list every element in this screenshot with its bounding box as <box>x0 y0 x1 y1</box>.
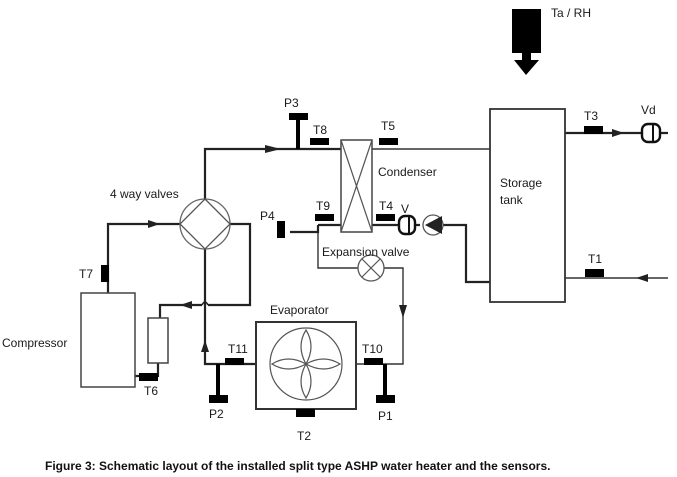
sensor-t1-label: T1 <box>588 252 602 266</box>
evaporator-label: Evaporator <box>270 303 329 317</box>
ambient-arrow-icon <box>512 9 541 75</box>
sensor-t6 <box>139 373 158 381</box>
sensor-t9 <box>315 214 334 221</box>
sensor-t4 <box>376 214 395 221</box>
sensor-t6-label: T6 <box>144 384 158 398</box>
sensor-t9-label: T9 <box>316 199 330 213</box>
sensor-p3-stem <box>296 120 300 149</box>
sensor-t7 <box>101 265 109 282</box>
sensor-t7-label: T7 <box>79 267 93 281</box>
pipe-valve-right-loop <box>208 222 252 307</box>
flow-arrow <box>399 305 407 318</box>
flow-arrow <box>201 340 209 352</box>
expansion-valve-label: Expansion valve <box>322 245 410 259</box>
sensor-t4-label: T4 <box>379 199 393 213</box>
sensor-t1 <box>585 269 604 277</box>
pipe-crossover <box>158 303 202 318</box>
sensor-t11-label: T11 <box>228 342 248 356</box>
fan-icon <box>270 328 342 400</box>
flow-arrow <box>612 129 624 137</box>
sensor-t2-label: T2 <box>297 429 311 443</box>
flow-arrow <box>180 301 192 309</box>
sensor-t3 <box>584 126 603 134</box>
sensor-t8-label: T8 <box>313 123 327 137</box>
sensor-t5-label: T5 <box>381 119 395 133</box>
figure-caption: Figure 3: Schematic layout of the instal… <box>45 459 550 473</box>
flow-arrow <box>265 145 281 153</box>
pipe-to-expansion <box>317 225 358 269</box>
storage-tank-label-1: Storage <box>500 176 542 190</box>
condenser <box>340 139 373 233</box>
four-way-valve-label: 4 way valves <box>110 187 179 201</box>
sensor-ta-rh-label: Ta / RH <box>551 6 591 20</box>
sensor-t10 <box>364 358 383 365</box>
sensor-p4 <box>277 221 285 238</box>
sensor-t5 <box>379 138 398 145</box>
storage-tank <box>489 108 566 303</box>
compressor <box>80 292 136 388</box>
pipe-valve-to-compressor <box>106 222 180 293</box>
pipe-valve-to-condenser <box>203 147 341 199</box>
sensor-t3-label: T3 <box>584 109 598 123</box>
sensor-p2 <box>209 395 228 403</box>
sensor-v-label: V <box>401 202 409 216</box>
sensor-p4-label: P4 <box>260 209 275 223</box>
sensor-p3 <box>289 113 308 120</box>
evaporator <box>255 321 357 410</box>
sensor-p1-stem <box>383 364 387 396</box>
pipe-water-return <box>443 223 490 284</box>
flow-meter-v <box>397 214 417 236</box>
sensor-t2 <box>296 409 315 417</box>
flow-meter-vd <box>640 122 662 144</box>
storage-tank-label-2: tank <box>500 193 524 207</box>
sensor-t10-label: T10 <box>362 342 383 356</box>
sensor-p3-label: P3 <box>284 96 299 110</box>
compressor-label: Compressor <box>2 336 67 350</box>
pipe-p4 <box>290 225 320 234</box>
sensor-t8 <box>310 138 329 145</box>
pump-icon <box>422 214 444 236</box>
flow-arrow <box>636 274 648 282</box>
four-way-valve <box>179 198 231 250</box>
flow-arrow <box>148 220 160 228</box>
sensor-p1 <box>376 395 395 403</box>
expansion-valve <box>357 254 385 282</box>
sensor-vd-label: Vd <box>641 103 656 117</box>
sensor-p2-label: P2 <box>209 407 224 421</box>
sensor-p1-label: P1 <box>378 409 393 423</box>
accumulator <box>147 317 169 364</box>
condenser-label: Condenser <box>378 165 437 179</box>
sensor-p2-stem <box>216 364 220 396</box>
sensor-t11 <box>225 358 244 365</box>
